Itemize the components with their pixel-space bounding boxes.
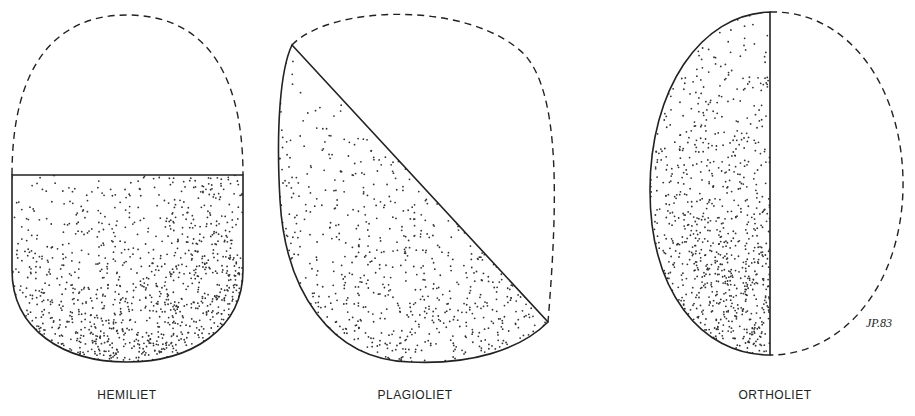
shape-label: HEMILIET: [97, 388, 156, 402]
dashed-outline: [12, 15, 243, 175]
stipple: [277, 44, 553, 364]
solid-outline: [650, 12, 770, 355]
shape-label: ORTHOLIET: [739, 388, 812, 402]
stipple: [11, 174, 243, 362]
dashed-outline: [770, 12, 903, 355]
shape-label: PLAGIOLIET: [377, 388, 452, 402]
stipple: [649, 11, 770, 356]
solid-outline: [279, 45, 549, 362]
signature: JP.83: [866, 316, 892, 331]
solid-outline: [12, 175, 243, 362]
dashed-outline: [292, 14, 554, 322]
